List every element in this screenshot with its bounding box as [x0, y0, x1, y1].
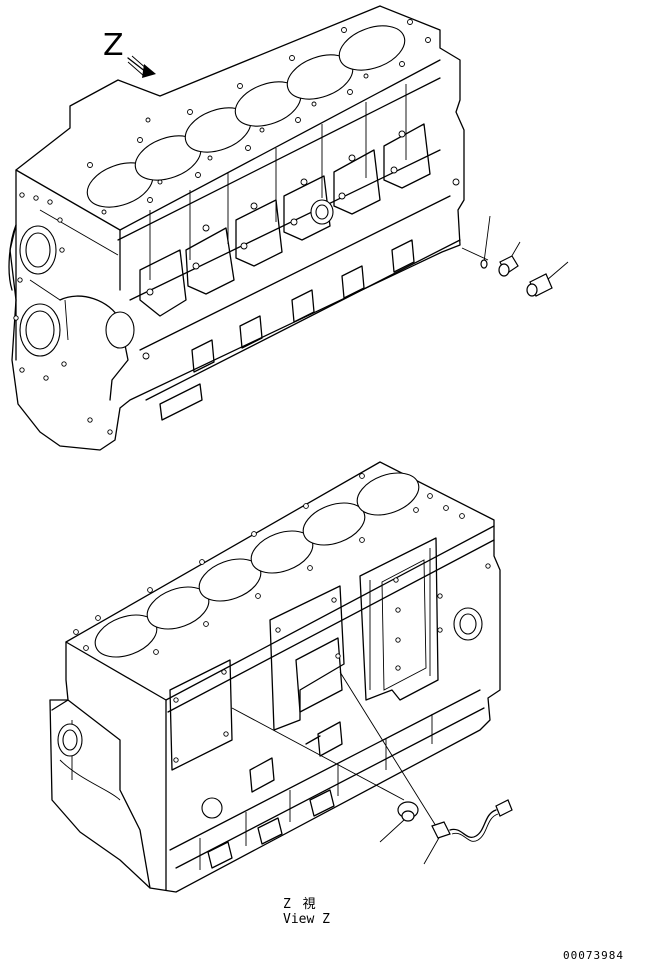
cylinder-block-top-view [8, 5, 569, 451]
view-z-marker: Z [103, 28, 124, 63]
fitting-connector-top [526, 273, 553, 297]
view-z-caption-en: View Z [283, 912, 330, 927]
drawing-number: 00073984 [563, 949, 624, 962]
fitting-plug-top [498, 255, 519, 277]
sensor-with-harness [431, 799, 513, 842]
cylinder-block-view-z [49, 461, 513, 893]
view-z-caption-jp: Z 視 [283, 897, 318, 912]
plug-part [397, 801, 419, 822]
view-z-arrow-icon [127, 55, 156, 78]
